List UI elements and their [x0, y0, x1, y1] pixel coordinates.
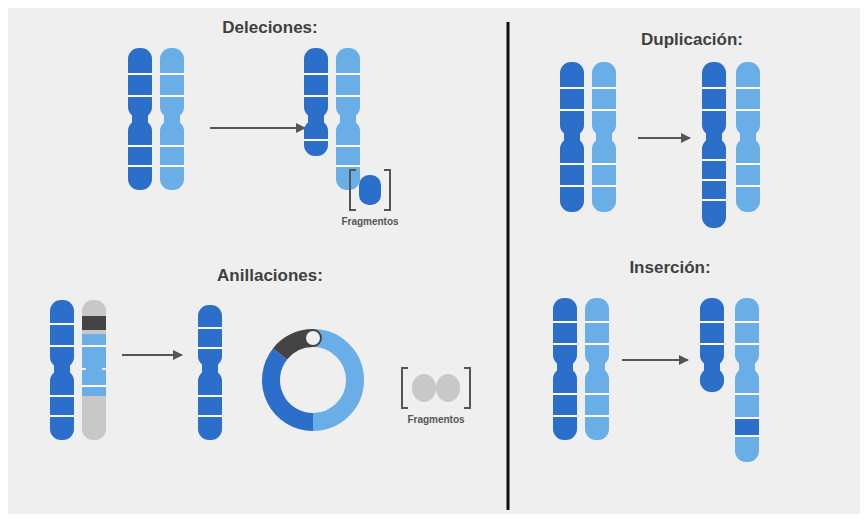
arrow: [638, 137, 690, 139]
arrow: [210, 127, 305, 129]
chromosome-pair: [553, 298, 609, 440]
fragment-bracket: [350, 170, 390, 210]
section-title: Inserción:: [629, 258, 710, 278]
arrow: [622, 359, 688, 361]
chromosome-pair: [50, 300, 106, 440]
section-title: Anillaciones:: [217, 266, 323, 286]
fragment-label: Fragmentos: [341, 216, 398, 227]
section-title: Duplicación:: [641, 30, 743, 50]
section-title: Deleciones:: [222, 18, 317, 38]
divider-line: [507, 22, 510, 510]
chromosome-pair: [304, 48, 360, 190]
ring-chromosome: [271, 330, 355, 422]
fragment-label: Fragmentos: [407, 414, 464, 425]
fragment-bracket: [402, 368, 470, 408]
chromosome-pair: [702, 62, 760, 228]
chromosome-pair: [128, 48, 184, 190]
arrow: [122, 354, 182, 356]
chromosome-pair: [700, 298, 759, 462]
chromosome-pair: [560, 62, 616, 212]
chromosome: [198, 305, 222, 440]
